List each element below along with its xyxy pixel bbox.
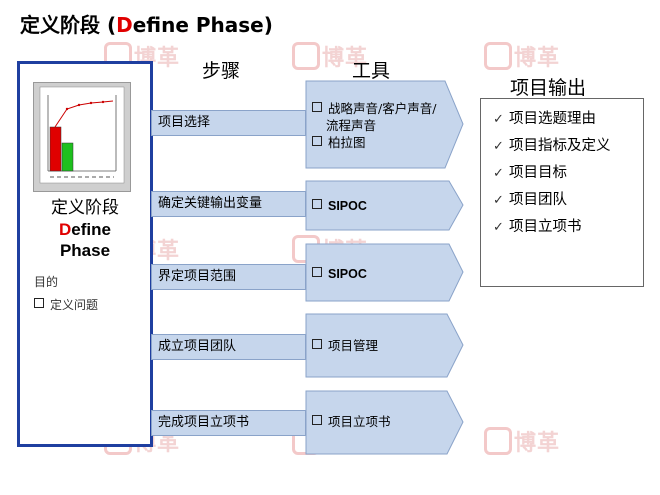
purpose-item-text: 定义问题 <box>50 298 99 312</box>
check-icon: ✓ <box>493 220 504 235</box>
step-item: 成立项目团队 <box>151 334 306 360</box>
title-rest: efine Phase) <box>132 13 273 37</box>
tool-item: 战略声音/客户声音/ <box>312 101 436 117</box>
output-item: ✓项目立项书 <box>493 219 582 235</box>
purpose-item: 定义问题 <box>34 296 98 313</box>
phase-name: 定义阶段 Define Phase <box>20 198 150 261</box>
phase-name-cn: 定义阶段 <box>51 198 119 218</box>
outputs-heading: 项目输出 <box>510 77 587 99</box>
output-item: ✓项目选题理由 <box>493 111 596 127</box>
checkbox-icon <box>312 136 322 146</box>
title-prefix: 定义阶段 ( <box>20 13 117 37</box>
phase-en-rest: efine <box>71 220 111 239</box>
pareto-thumbnail <box>33 82 131 192</box>
watermark-g-icon <box>484 427 512 455</box>
check-icon: ✓ <box>493 112 504 127</box>
output-item: ✓项目指标及定义 <box>493 138 611 154</box>
step-item: 项目选择 <box>151 110 306 136</box>
tools-heading: 工具 <box>352 60 391 82</box>
watermark-logo: 博革 <box>292 40 368 72</box>
pareto-chart-icon <box>39 86 125 184</box>
output-item: ✓项目目标 <box>493 165 567 181</box>
check-icon: ✓ <box>493 139 504 154</box>
checkbox-icon <box>312 267 322 277</box>
outputs-box: ✓项目选题理由 ✓项目指标及定义 ✓项目目标 ✓项目团队 ✓项目立项书 <box>480 98 644 287</box>
step-item: 确定关键输出变量 <box>151 191 306 217</box>
tool-item: SIPOC <box>312 198 367 214</box>
page-title: 定义阶段 (Define Phase) <box>20 9 273 38</box>
phase-en-highlight: D <box>59 220 72 239</box>
check-icon: ✓ <box>493 193 504 208</box>
tool-item: 项目管理 <box>312 338 378 354</box>
checkbox-icon <box>312 339 322 349</box>
tool-item: 柏拉图 <box>312 135 366 151</box>
steps-heading: 步骤 <box>202 60 241 82</box>
purpose-label: 目的 <box>34 275 59 289</box>
step-item: 完成项目立项书 <box>151 410 306 436</box>
watermark-logo: 博革 <box>484 425 560 457</box>
output-item: ✓项目团队 <box>493 192 567 208</box>
phase-panel: 定义阶段 Define Phase 目的 定义问题 <box>17 61 153 447</box>
title-highlight: D <box>116 13 133 37</box>
phase-name-en: Define <box>20 219 150 240</box>
tool-arrow <box>305 180 464 231</box>
tool-arrow <box>305 313 464 378</box>
tool-item-continued: 流程声音 <box>326 118 377 133</box>
watermark-g-icon <box>292 42 320 70</box>
watermark-logo: 博革 <box>484 40 560 72</box>
watermark-g-icon <box>484 42 512 70</box>
checkbox-icon <box>312 415 322 425</box>
tool-item: 项目立项书 <box>312 414 391 430</box>
tool-item: SIPOC <box>312 266 367 282</box>
checkbox-icon <box>312 102 322 112</box>
phase-name-en-line2: Phase <box>59 241 111 260</box>
check-icon: ✓ <box>493 166 504 181</box>
checkbox-icon <box>34 298 44 308</box>
checkbox-icon <box>312 199 322 209</box>
tool-arrow <box>305 243 464 302</box>
step-item: 界定项目范围 <box>151 264 306 290</box>
tool-arrow <box>305 390 464 455</box>
tool-arrow <box>305 80 464 169</box>
